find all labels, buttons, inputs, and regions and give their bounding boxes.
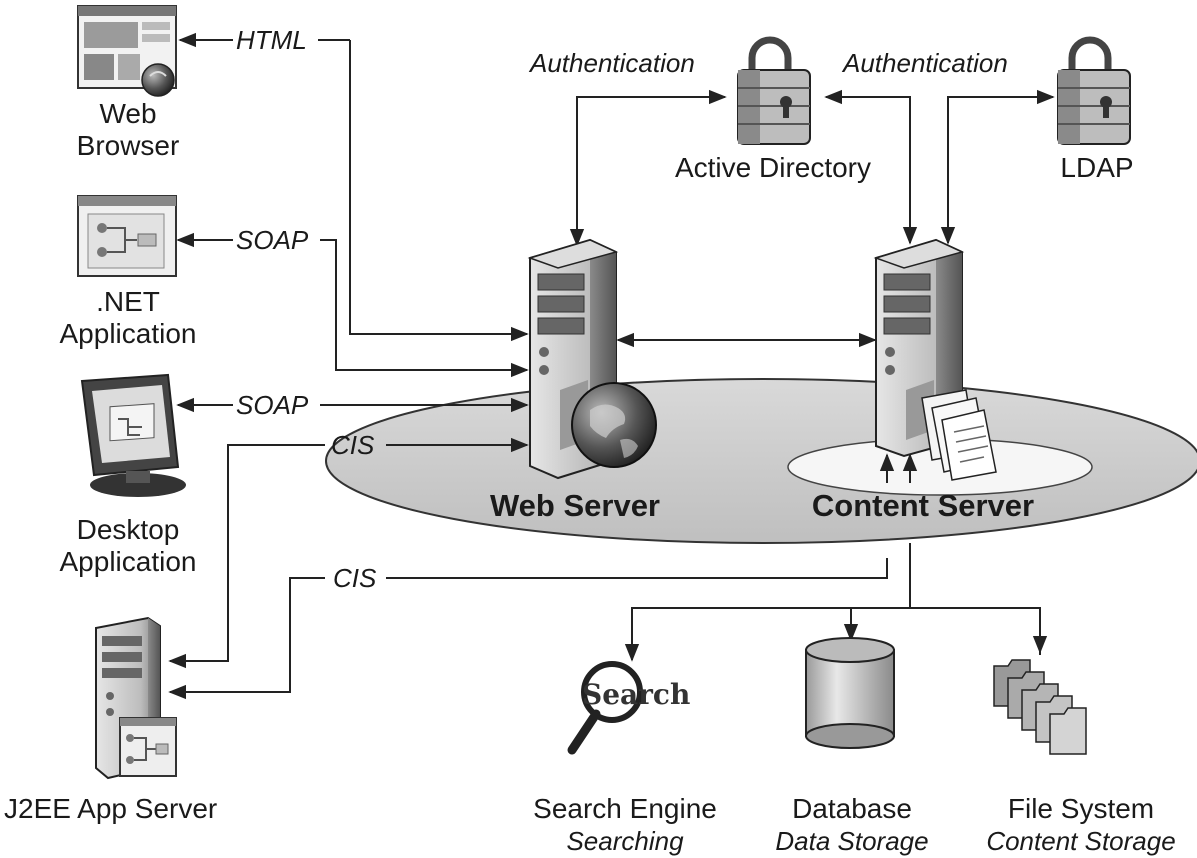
html-line	[349, 48, 529, 342]
search-magnifier-icon: Search	[567, 661, 690, 755]
soap-desktop-connector-label: SOAP	[233, 390, 312, 421]
active-directory-lock-icon	[737, 36, 811, 145]
documents-icon	[921, 389, 997, 481]
soap-net-connector-label: SOAP	[233, 225, 312, 256]
net-app-label: .NET Application	[36, 286, 220, 350]
auth-web-label: Authentication	[530, 48, 695, 78]
file-folders-icon	[993, 659, 1087, 755]
cis-web-line	[168, 444, 325, 669]
net-application-icon	[77, 195, 177, 277]
ldap-line	[940, 89, 1055, 245]
html-connector-label: HTML	[233, 25, 310, 56]
soap-net-line	[320, 239, 529, 378]
web-server-label: Web Server	[489, 488, 660, 523]
web-browser-icon	[77, 5, 177, 97]
database-subtitle: Data Storage	[775, 826, 929, 856]
search-engine-subtitle: Searching	[566, 826, 684, 856]
j2ee-server-icon	[95, 616, 177, 780]
cis-content-connector-label: CIS	[330, 563, 380, 594]
cis-web-connector-label: CIS	[331, 430, 375, 460]
web-browser-label-line2: Browser	[76, 130, 180, 161]
search-icon-text: Search	[582, 678, 690, 711]
web-globe-icon	[571, 382, 657, 468]
database-label: Database Data Storage	[752, 793, 952, 857]
connector-lines	[168, 32, 1055, 700]
j2ee-label: J2EE App Server	[4, 793, 218, 824]
net-app-label-line2: Application	[59, 318, 197, 349]
active-directory-label: Active Directory	[674, 152, 872, 183]
file-system-title: File System	[1007, 793, 1155, 824]
desktop-app-label-line1: Desktop	[76, 514, 180, 545]
auth-web-line	[569, 89, 727, 247]
net-app-label-line1: .NET	[96, 286, 160, 317]
auth-content-label: Authentication	[843, 48, 1008, 78]
ldap-lock-icon	[1057, 36, 1131, 145]
file-system-subtitle: Content Storage	[986, 826, 1176, 856]
desktop-app-label-line2: Application	[59, 546, 197, 577]
desktop-app-label: Desktop Application	[36, 514, 220, 578]
auth-content-line	[824, 89, 918, 245]
desktop-monitor-icon	[80, 373, 186, 497]
database-title: Database	[792, 793, 912, 824]
search-engine-label: Search Engine Searching	[502, 793, 748, 857]
web-browser-label: Web Browser	[48, 98, 208, 162]
ldap-label: LDAP	[1060, 152, 1134, 183]
cis-content-line	[168, 577, 325, 700]
search-engine-title: Search Engine	[533, 793, 717, 824]
content-server-label: Content Server	[811, 488, 1035, 523]
file-system-label: File System Content Storage	[968, 793, 1194, 857]
database-cylinder-icon	[805, 637, 895, 749]
web-browser-label-line1: Web	[99, 98, 157, 129]
